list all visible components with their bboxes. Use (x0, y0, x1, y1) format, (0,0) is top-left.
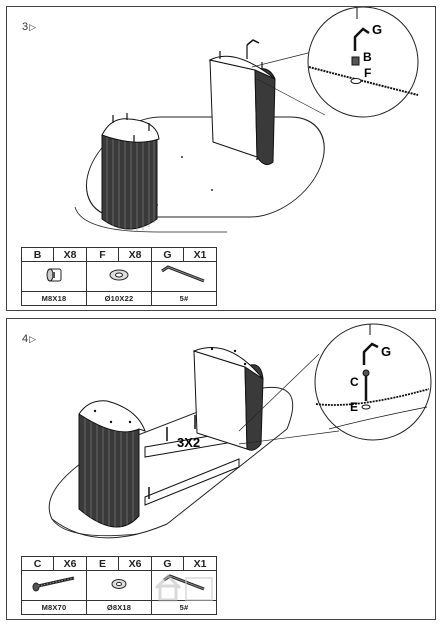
callout-label-g: G (372, 22, 382, 37)
callout-label-f: F (364, 66, 371, 80)
part-spec: Ø10X22 (86, 291, 152, 306)
watermark-logo (154, 573, 213, 602)
step-3-panel: 3▷ (6, 6, 436, 311)
washer-icon (86, 261, 152, 292)
step-3-illustration: G B F (74, 7, 419, 233)
barrel-nut-icon (21, 261, 87, 292)
part-spec: 5# (151, 600, 217, 615)
part-spec: M8X18 (21, 291, 87, 306)
part-qty: X1 (183, 247, 217, 262)
hex-key-icon (151, 261, 217, 292)
callout-label-e: E (350, 400, 358, 414)
right-panel (192, 347, 264, 451)
part-code: G (151, 247, 184, 262)
left-column (101, 113, 160, 232)
step-4-illustration: 3X2 G C E (48, 323, 432, 539)
step-number: 4▷ (22, 333, 37, 345)
part-code: B (21, 247, 54, 262)
quantity-note: 3X2 (177, 435, 200, 450)
step-4-panel: 4▷ 3X2 (6, 318, 436, 620)
part-code: E (86, 556, 119, 571)
detail-callout: G B F (307, 7, 419, 118)
step-number: 3▷ (22, 21, 37, 33)
part-code: F (86, 247, 119, 262)
right-panel (208, 39, 276, 166)
part-qty: X8 (118, 247, 152, 262)
parts-table: B X8 F X8 G X1 M8X18 Ø10X22 5# (21, 247, 217, 306)
left-column (78, 400, 146, 528)
callout-label-b: B (363, 50, 372, 64)
part-code: C (21, 556, 54, 571)
part-qty: X6 (53, 556, 87, 571)
part-spec: M8X70 (21, 600, 87, 615)
part-qty: X1 (183, 556, 217, 571)
part-qty: X8 (53, 247, 87, 262)
callout-label-c: C (350, 375, 359, 389)
part-qty: X6 (118, 556, 152, 571)
washer-icon (86, 570, 152, 601)
detail-callout: G C E (314, 323, 432, 441)
part-spec: Ø8X18 (86, 600, 152, 615)
part-spec: 5# (151, 291, 217, 306)
bolt-icon (21, 570, 87, 601)
callout-label-g: G (381, 344, 391, 359)
